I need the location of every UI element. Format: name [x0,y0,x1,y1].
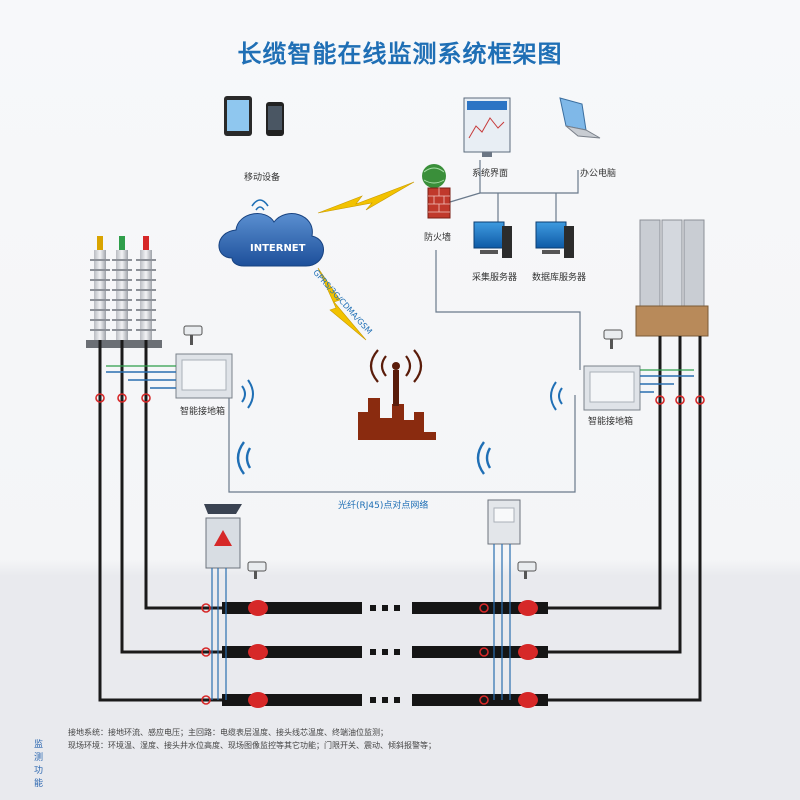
insulator-tower [136,236,156,340]
legend-key: 监测功能 [34,740,44,789]
radio-tower-icon [358,349,436,440]
lightning-bolt-icon [317,181,415,341]
legend-row: 现场环境：环境温、湿度、接头井水位高度、现场图像监控等其它功能；门限开关、震动、… [68,741,436,750]
joint-drop-wires [211,544,511,700]
fiber-network-label: 光纤(RJ45)点对点网络 [338,501,429,511]
joint-row [222,644,548,660]
system-ui-monitor-icon [463,97,511,157]
camera-icon [517,561,537,579]
camera-icon [603,329,623,349]
wifi-icon [550,381,563,411]
sensor-ring-group [95,393,705,705]
cable-runs [98,336,702,702]
solar-monitor-box [204,504,242,569]
wifi-icon [236,441,252,475]
collect-server-label: 采集服务器 [472,273,518,283]
wifi-icon [241,379,254,409]
tablet-icon [224,96,252,136]
grounding-wires [106,365,694,371]
camera-icon [183,325,203,345]
firewall-label: 防火墙 [424,233,452,243]
db-server-icon [535,221,574,258]
server-network-lines [228,160,581,493]
left-insulator-group [86,236,162,348]
insulator-tower [90,236,110,340]
joint-monitor-box [487,499,521,545]
system-ui-label: 系统界面 [472,169,509,179]
laptop-icon [559,97,601,139]
grounding-box-right-label: 智能接地箱 [588,417,634,427]
camera-icon [247,561,267,579]
right-gis-terminal-group [635,219,709,337]
joint-row [222,692,548,708]
firewall-icon [422,164,451,219]
collect-server-icon [473,221,512,258]
joint-row [222,600,548,616]
internet-cloud-icon [218,213,324,267]
grounding-box-left [175,353,233,399]
grounding-wires [106,371,694,393]
db-server-label: 数据库服务器 [532,273,587,283]
wifi-icon-mobile [251,199,269,211]
page-title: 长缆智能在线监测系统框架图 [237,40,563,68]
wifi-icon [476,441,492,475]
legend-row: 接地系统：接地环流、感应电压；主回路：电缆表层温度、接头线芯温度、终端油位监测； [68,728,388,737]
grounding-box-left-label: 智能接地箱 [180,407,226,417]
phone-icon [266,102,284,136]
mobile-devices-label: 移动设备 [244,173,281,183]
internet-label: INTERNET [250,243,306,254]
office-pc-label: 办公电脑 [580,169,617,179]
grounding-box-right [583,365,641,411]
insulator-tower [112,236,132,340]
